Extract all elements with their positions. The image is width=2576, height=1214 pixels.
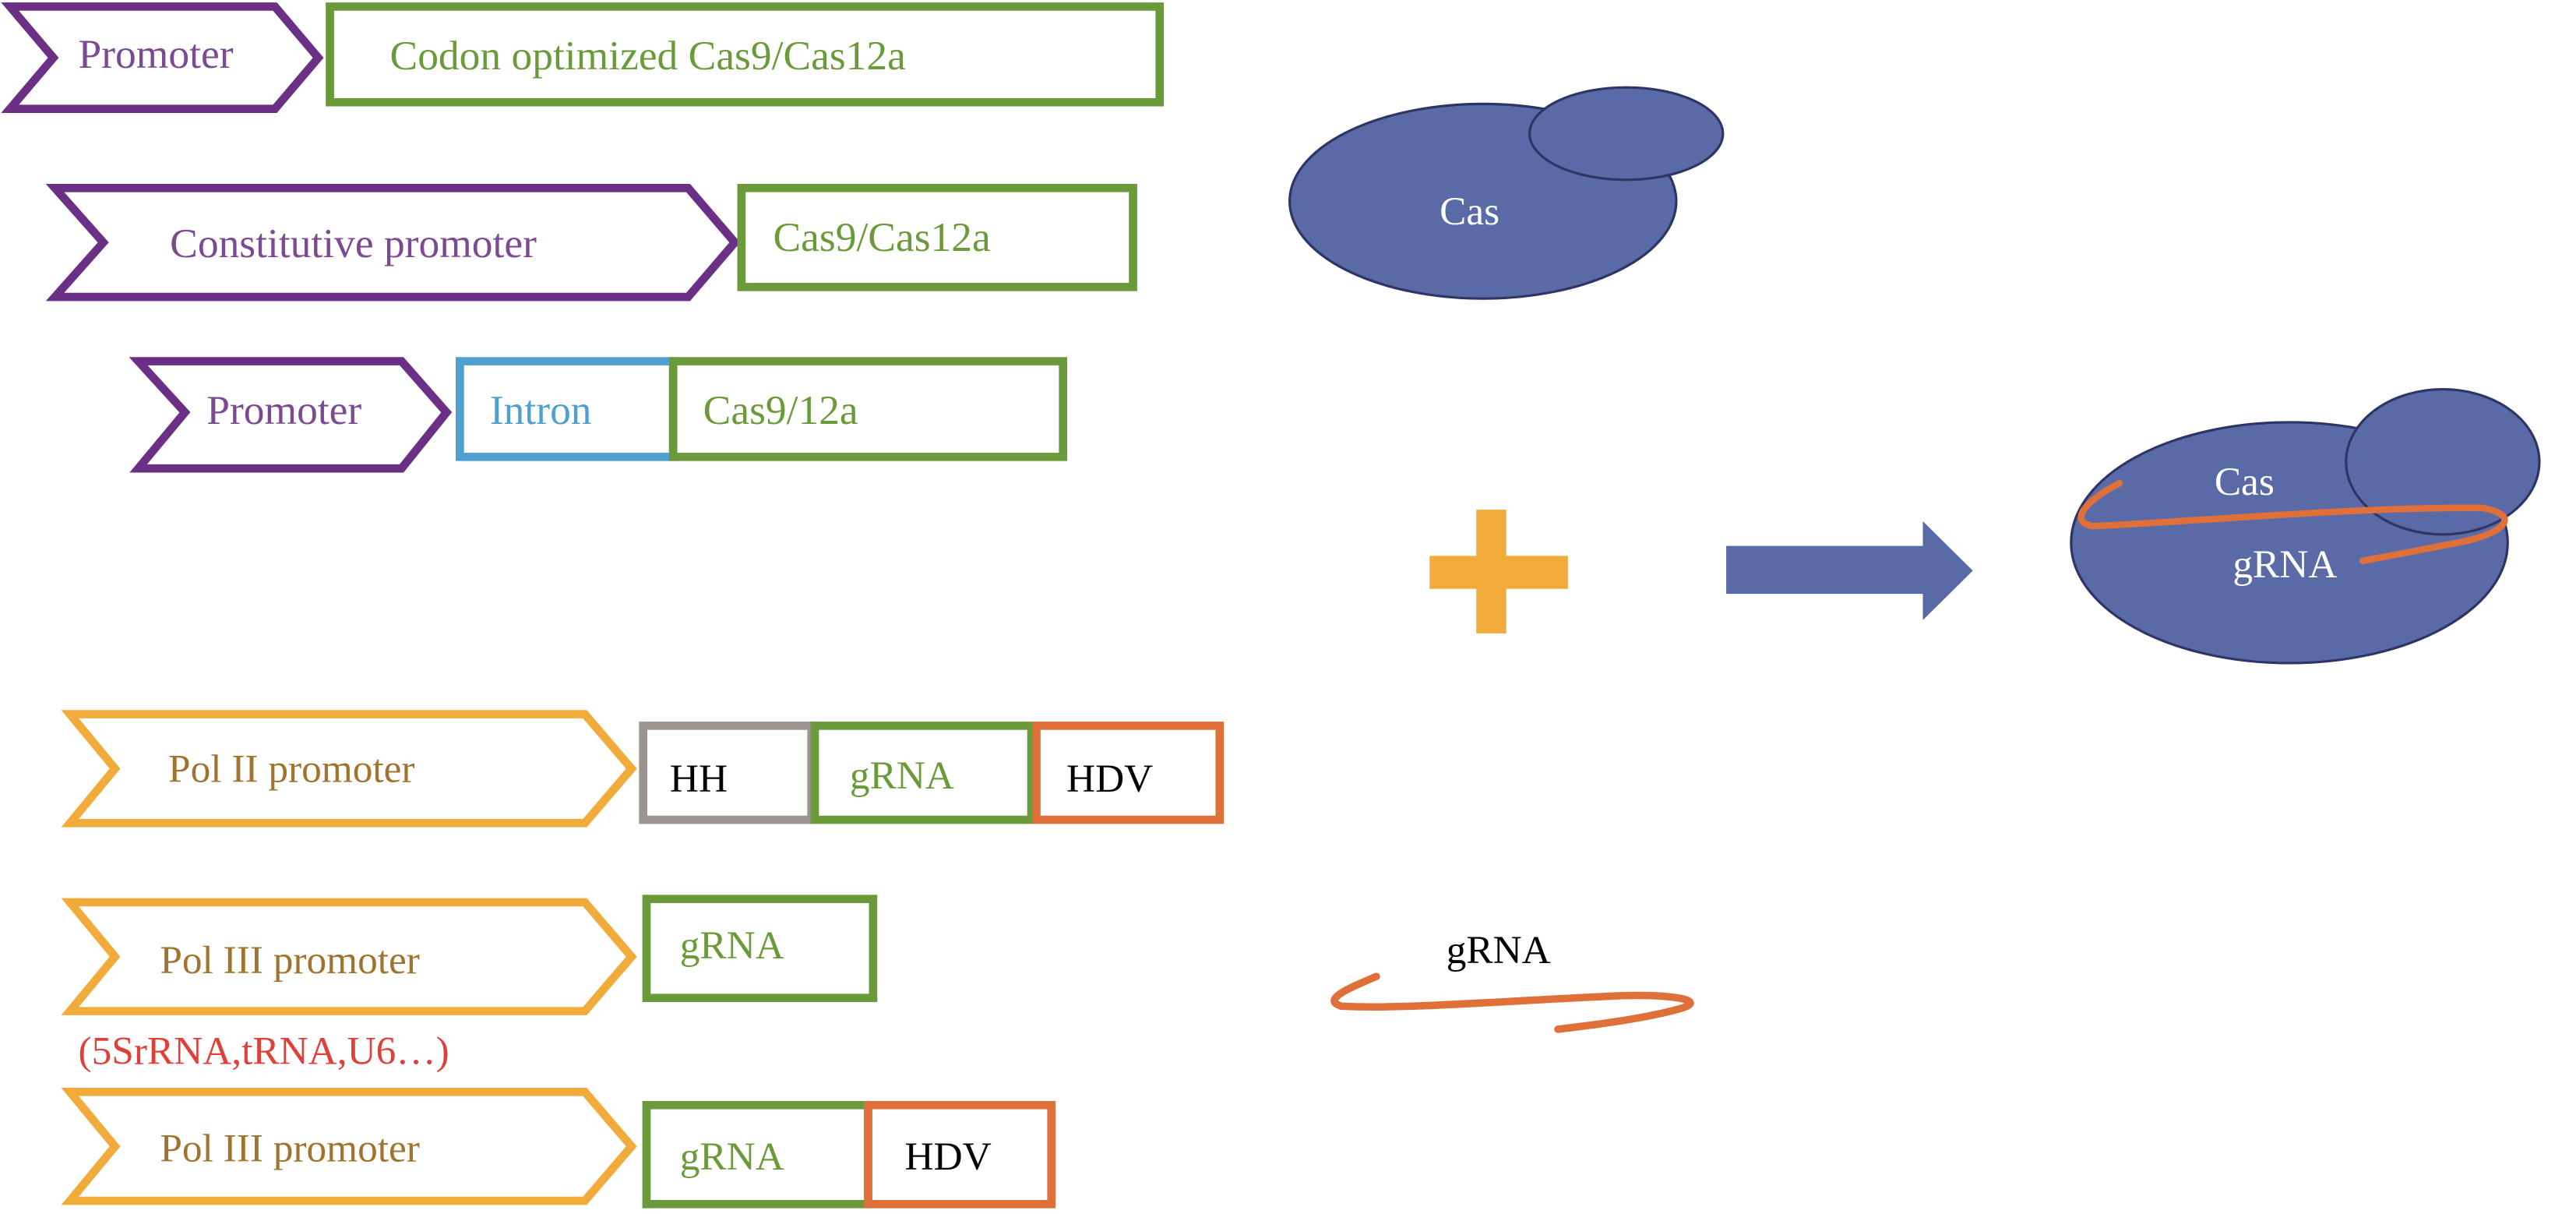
hh-label: HH <box>670 757 728 801</box>
cas-gene-label: Cas9/Cas12a <box>774 214 991 260</box>
cas-gene-box <box>326 2 1165 107</box>
cas-protein-lobe <box>1528 86 1725 182</box>
cas-gene-box <box>737 184 1137 291</box>
cas-gene-label: Cas9/12a <box>703 387 858 433</box>
grna-construct-1: Pol II promoter HH gRNA HDV <box>61 710 1225 828</box>
grna-box <box>642 895 878 1002</box>
free-grna: gRNA <box>1330 928 1694 1033</box>
hdv-box <box>1032 722 1225 824</box>
promoter-chevron <box>45 184 741 302</box>
promoter-label: Constitutive promoter <box>170 221 537 266</box>
complex-grna-strand <box>2077 480 2508 564</box>
promoter-label: Promoter <box>79 31 234 77</box>
promoter-label: Pol III promoter <box>160 1126 420 1170</box>
promoter-chevron <box>1 2 324 114</box>
hdv-label: HDV <box>1066 757 1153 801</box>
grna-label: gRNA <box>680 923 784 968</box>
grna-construct-2: Pol III promoter gRNA (5SrRNA,tRNA,U6…) <box>61 895 878 1074</box>
cas-construct-3: Promoter Intron Cas9/12a <box>129 357 1068 473</box>
cas-protein-label: Cas <box>1440 189 1499 234</box>
grna-construct-3: Pol III promoter gRNA HDV <box>61 1088 1056 1209</box>
promoter-label: Pol II promoter <box>168 747 414 792</box>
grna-box <box>810 722 1036 824</box>
promoter-chevron <box>61 1088 637 1205</box>
pol3-promoter-examples: (5SrRNA,tRNA,U6…) <box>79 1029 449 1074</box>
promoter-chevron <box>129 357 453 473</box>
complex-grna-label: gRNA <box>2232 542 2337 587</box>
cas-grna-complex: Cas gRNA <box>2070 387 2541 665</box>
cas-gene-box <box>668 357 1068 461</box>
grna-strand <box>1330 972 1694 1033</box>
hdv-label: HDV <box>905 1135 992 1179</box>
free-grna-label: gRNA <box>1447 928 1551 972</box>
promoter-label: Pol III promoter <box>160 938 420 983</box>
promoter-chevron <box>61 710 637 828</box>
promoter-label: Promoter <box>206 387 361 433</box>
cas-protein: Cas <box>1288 86 1725 300</box>
grna-label: gRNA <box>680 1135 784 1179</box>
complex-cas-label: Cas <box>2215 460 2275 504</box>
complex-lobe <box>2345 387 2541 536</box>
plus-icon <box>1429 510 1568 633</box>
grna-label: gRNA <box>850 753 954 798</box>
cas-gene-label: Codon optimized Cas9/Cas12a <box>390 33 906 79</box>
hdv-box <box>864 1100 1056 1209</box>
cas-construct-2: Constitutive promoter Cas9/Cas12a <box>45 184 1137 302</box>
intron-label: Intron <box>490 387 592 433</box>
promoter-chevron <box>61 898 637 1015</box>
right-arrow-icon <box>1726 521 1973 620</box>
cas-construct-1: Promoter Codon optimized Cas9/Cas12a <box>1 2 1165 114</box>
